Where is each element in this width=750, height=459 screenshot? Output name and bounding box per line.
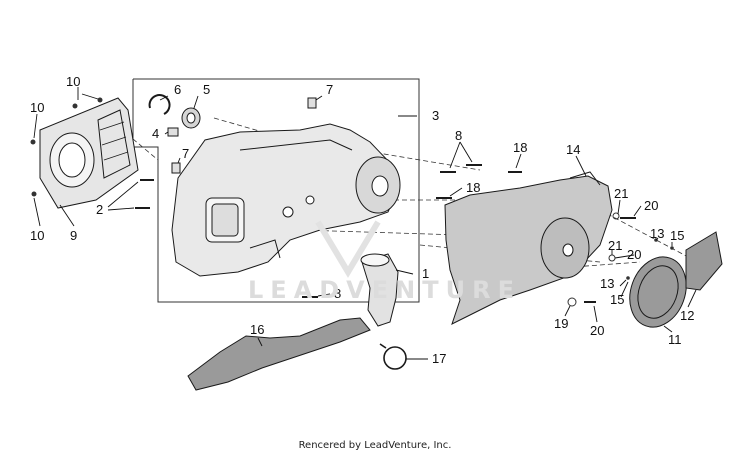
- callout-19: 19: [554, 316, 568, 331]
- callout-20-upper: 20: [644, 198, 658, 213]
- callout-10-top: 10: [66, 74, 80, 89]
- callout-15-lower: 15: [610, 292, 624, 307]
- callout-16: 16: [250, 322, 264, 337]
- part-7-dowel-upper[interactable]: [307, 97, 317, 109]
- callout-10-left: 10: [30, 100, 44, 115]
- part-12-side-plate[interactable]: [685, 231, 723, 291]
- callout-18-lower: 18: [466, 180, 480, 195]
- callout-3: 3: [432, 108, 439, 123]
- callout-18-upper: 18: [513, 140, 527, 155]
- part-1-intake-duct[interactable]: [360, 253, 399, 327]
- callout-4: 4: [152, 126, 159, 141]
- callout-1: 1: [422, 266, 429, 281]
- callout-8-upper: 8: [455, 128, 462, 143]
- part-6-circlip[interactable]: [148, 94, 171, 115]
- callout-6: 6: [174, 82, 181, 97]
- callout-7-upper: 7: [326, 82, 333, 97]
- callout-10-bottom: 10: [30, 228, 44, 243]
- callout-20-lower: 20: [590, 323, 604, 338]
- part-11-badge-cover[interactable]: [620, 249, 695, 335]
- callout-21-lower: 21: [608, 238, 622, 253]
- callout-13-upper: 13: [650, 226, 664, 241]
- footer-credit: Rencered by LeadVenture, Inc.: [298, 440, 452, 451]
- part-5-bearing[interactable]: [181, 107, 201, 129]
- part-16-gasket[interactable]: [187, 317, 371, 391]
- callout-5: 5: [203, 82, 210, 97]
- part-17-hose-clamp[interactable]: [379, 343, 407, 370]
- screw-hardware[interactable]: [30, 97, 674, 307]
- callout-8-lower: 8: [334, 286, 341, 301]
- callout-12: 12: [680, 308, 694, 323]
- callout-20-middle: 20: [627, 247, 641, 262]
- callout-15-upper: 15: [670, 228, 684, 243]
- part-3-crankcase-cover[interactable]: [171, 123, 401, 277]
- callout-17: 17: [432, 351, 446, 366]
- part-14-outer-cover[interactable]: [444, 171, 613, 325]
- callout-9: 9: [70, 228, 77, 243]
- leader-lines: [33, 87, 697, 360]
- watermark-text: LEADVENTURE: [248, 276, 521, 304]
- callout-14: 14: [566, 142, 580, 157]
- callout-13-lower: 13: [600, 276, 614, 291]
- callout-11: 11: [668, 332, 682, 347]
- callout-21-upper: 21: [614, 186, 628, 201]
- part-7-dowel-lower[interactable]: [171, 162, 181, 174]
- part-9-inlet-cover[interactable]: [39, 97, 139, 209]
- callout-labels: 1 2 3 4 5 6 7 7 8 8 9 10 10 10 11 12 13 …: [30, 74, 694, 366]
- callout-2: 2: [96, 202, 103, 217]
- watermark-logo: [315, 220, 381, 278]
- callout-7-lower: 7: [182, 146, 189, 161]
- part-4-bushing[interactable]: [167, 127, 179, 137]
